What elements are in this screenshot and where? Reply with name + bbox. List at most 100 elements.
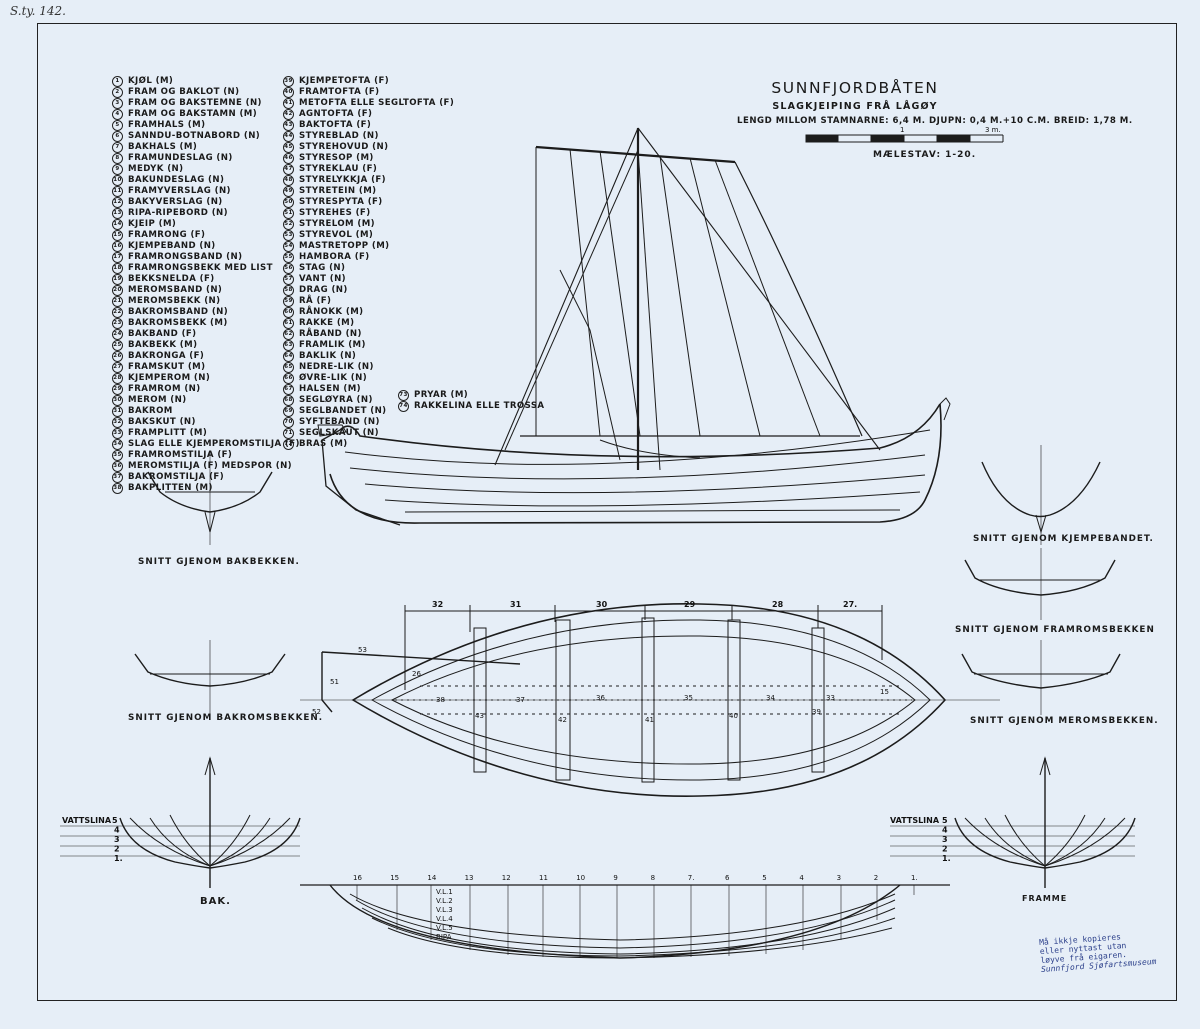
legend-text: FRAMUNDESLAG (N) [128,153,233,164]
legend-number: 22 [112,307,123,318]
legend-number: 6 [112,131,123,142]
legend-number: 49 [283,186,294,197]
legend-text: RÅ (F) [299,296,332,307]
legend-item: 28 KJEMPEROM (N) [112,373,300,384]
station-label: 2 [874,874,878,882]
legend-number: 61 [283,318,294,329]
legend-text: FRAM OG BAKSTAMN (M) [128,109,258,120]
room-dim-label: 31 [510,600,522,609]
legend-text: FRAMSKUT (M) [128,362,206,373]
profile-line-label: V.L.3 [436,906,453,914]
profile-line-label: V.L.2 [436,897,453,905]
legend-text: FRAMHALS (M) [128,120,206,131]
station-label: 3 [837,874,841,882]
drawing-subtitle: SLAGKJEIPING FRÅ LÅGØY [772,101,938,112]
legend-text: RAKKELINA ELLE TROSSA [414,401,545,412]
plan-part-label: 42 [558,716,567,724]
plan-part-label: 43 [475,712,484,720]
legend-number: 24 [112,329,123,340]
legend-number: 31 [112,406,123,417]
legend-text: BAKTOFTA (F) [299,120,372,131]
scale-bar [805,134,1004,143]
body-plan-aft [60,756,301,888]
legend-number: 52 [283,219,294,230]
legend-text: RAKKE (M) [299,318,355,329]
legend-text: STYRESOP (M) [299,153,374,164]
legend-number: 54 [283,241,294,252]
legend-text: STYREVOL (M) [299,230,374,241]
scale-bar-label-3m: 3 m. [985,126,1001,134]
legend-number: 34 [112,439,123,450]
legend-number: 13 [112,208,123,219]
legend-text: HALSEN (M) [299,384,361,395]
legend-number: 23 [112,318,123,329]
legend-number: 45 [283,142,294,153]
plan-part-label: 37 [516,696,525,704]
legend-text: DRAG (N) [299,285,348,296]
legend-number: 73 [398,390,409,401]
legend-number: 33 [112,428,123,439]
plan-view [300,603,1000,797]
waterline-number-fwd: 2 [942,845,948,854]
waterline-heading-fwd: VATTSLINA [890,816,940,825]
legend-number: 62 [283,329,294,340]
station-label: 14 [427,874,436,882]
legend-text: KJEMPEROM (N) [128,373,211,384]
legend-text: SYFTEBAND (N) [299,417,380,428]
plan-part-label: 40 [729,712,738,720]
legend-text: MEDYK (N) [128,164,184,175]
legend-number: 63 [283,340,294,351]
legend-number: 46 [283,153,294,164]
caption-framme: FRAMME [1022,894,1068,903]
legend-text: FRAMYVERSLAG (N) [128,186,231,197]
legend-text: FRAMRONGSBAND (N) [128,252,243,263]
side-elevation [317,127,951,526]
legend-number: 71 [283,428,294,439]
plan-part-label: 39 [812,708,821,716]
legend-number: 28 [112,373,123,384]
waterline-heading-aft: VATTSLINA [62,816,112,825]
legend-number: 69 [283,406,294,417]
legend-text: FRAMROMSTILJA (F) [128,450,233,461]
legend-text: STYREHES (F) [299,208,371,219]
legend-number: 1 [112,76,123,87]
legend-text: FRAMLIK (M) [299,340,366,351]
legend-text: STYRETEIN (M) [299,186,377,197]
room-dim-label: 32 [432,600,443,609]
station-label: 15 [390,874,399,882]
legend-number: 50 [283,197,294,208]
plan-part-label: 52 [312,708,321,716]
caption-bak: BAK. [200,896,231,907]
lines-profile [300,884,950,959]
legend-text: MEROM (N) [128,395,187,406]
section-kjempebandet [981,445,1101,545]
